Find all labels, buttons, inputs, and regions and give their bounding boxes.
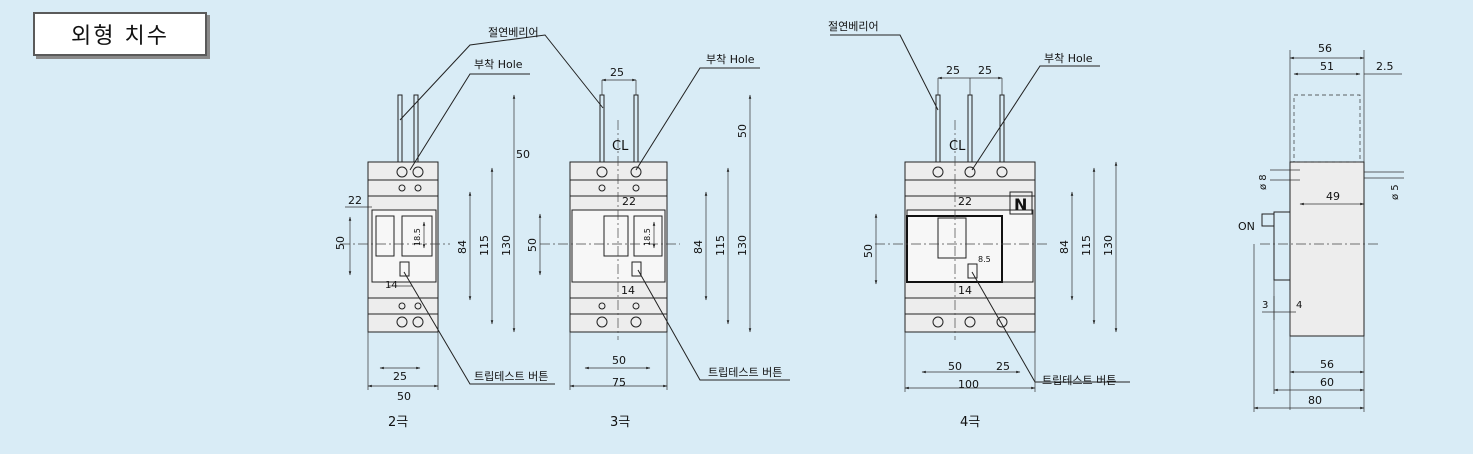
pole3-trip-label: 트립테스트 버튼: [708, 366, 782, 379]
pole4-trip-label: 트립테스트 버튼: [1042, 374, 1116, 387]
pole3-dim-25top: 25: [610, 66, 624, 79]
pole4-barrier-label: 절연베리어: [828, 20, 879, 33]
pole3-dim-50w: 50: [612, 354, 626, 367]
pole2-dim-84: 84: [456, 240, 469, 254]
pole2-trip-button: [399, 261, 410, 277]
pole3-dim-14: 14: [621, 284, 635, 297]
pole4-dim-25w: 25: [996, 360, 1010, 373]
pole4-panel: [906, 209, 1034, 283]
pole2-barrier-label: 절연베리어: [488, 26, 539, 39]
pole4-trip-button: [967, 263, 978, 279]
pole3-panel: [571, 209, 666, 283]
pole3-dim-75: 75: [612, 376, 626, 389]
pole3-dim-18-5: 18.5: [643, 228, 652, 246]
pole4-dim-130: 130: [1102, 235, 1115, 256]
pole4-dim-50w: 50: [948, 360, 962, 373]
side-dim-60: 60: [1320, 376, 1334, 389]
pole4-dim-100: 100: [958, 378, 979, 391]
caption-4pole: 4극: [960, 415, 980, 430]
side-dim-4: 4: [1296, 300, 1302, 311]
pole4-dim-14: 14: [958, 284, 972, 297]
pole3-cl-mark: CL: [612, 139, 629, 154]
pole3-dim-22: 22: [622, 195, 636, 208]
pole2-dim-50w: 50: [397, 390, 411, 403]
pole4-dim-25b: 25: [978, 64, 992, 77]
caption-3pole: 3극: [610, 415, 630, 430]
side-dim-56top: 56: [1318, 42, 1332, 55]
pole2-dim-115: 115: [478, 235, 491, 256]
pole4-cl-mark: CL: [949, 139, 966, 154]
pole2-hole-label: 부착 Hole: [474, 58, 523, 71]
pole3-dim-50v: 50: [526, 238, 539, 252]
pole2-drawing: 절연베리어 부착 Hole 트립테스트 버튼 50 25 22 50 18.5 …: [334, 26, 604, 430]
pole4-dim-25a: 25: [946, 64, 960, 77]
pole2-dim-18-5: 18.5: [413, 228, 422, 246]
pole3-dim-115: 115: [714, 235, 727, 256]
side-dim-56: 56: [1320, 358, 1334, 371]
pole3-hole-label: 부착 Hole: [706, 53, 755, 66]
side-dim-dia8: ø 8: [1258, 174, 1269, 190]
pole4-dim-50v: 50: [862, 244, 875, 258]
pole2-dim-25: 25: [393, 370, 407, 383]
side-dim-49: 49: [1326, 190, 1340, 203]
side-on-label: ON: [1238, 220, 1255, 233]
side-dim-2-5: 2.5: [1376, 60, 1394, 73]
pole2-dim-50top: 50: [516, 148, 530, 161]
side-dim-51: 51: [1320, 60, 1334, 73]
side-dim-dia5: ø 5: [1390, 184, 1401, 200]
side-body: [1289, 161, 1365, 337]
pole3-drawing: CL 부착 Hole 트립테스트 버튼 25 75 50 50 22 18.5 …: [526, 53, 790, 430]
side-view-drawing: ON 56 51 2.5 ø 8 ø 5 49 3 4 56 60 80: [1238, 42, 1404, 412]
pole2-panel: [371, 209, 437, 283]
pole4-dim-22: 22: [958, 195, 972, 208]
pole2-dim-22: 22: [348, 194, 362, 207]
pole4-n-mark: N: [1014, 195, 1027, 214]
caption-2pole: 2극: [388, 415, 408, 430]
pole3-dim-84: 84: [692, 240, 705, 254]
pole4-dim-115: 115: [1080, 235, 1093, 256]
pole4-dim-8-5: 8.5: [978, 255, 991, 264]
pole3-dim-50top: 50: [736, 124, 749, 138]
pole3-dim-130: 130: [736, 235, 749, 256]
pole2-dim-130: 130: [500, 235, 513, 256]
pole4-hole-label: 부착 Hole: [1044, 52, 1093, 65]
pole4-drawing: N CL 절연베리어 부착 Hole 트립테스트 버튼 25 25 100 50…: [828, 20, 1130, 430]
pole2-dim-14: 14: [385, 280, 398, 291]
pole4-dim-84: 84: [1058, 240, 1071, 254]
pole2-trip-label: 트립테스트 버튼: [474, 370, 548, 383]
side-dim-3: 3: [1262, 300, 1268, 311]
pole2-dim-50v: 50: [334, 236, 347, 250]
pole3-trip-button: [631, 261, 642, 277]
page-title: 외형 치수: [33, 12, 207, 56]
side-dim-80: 80: [1308, 394, 1322, 407]
